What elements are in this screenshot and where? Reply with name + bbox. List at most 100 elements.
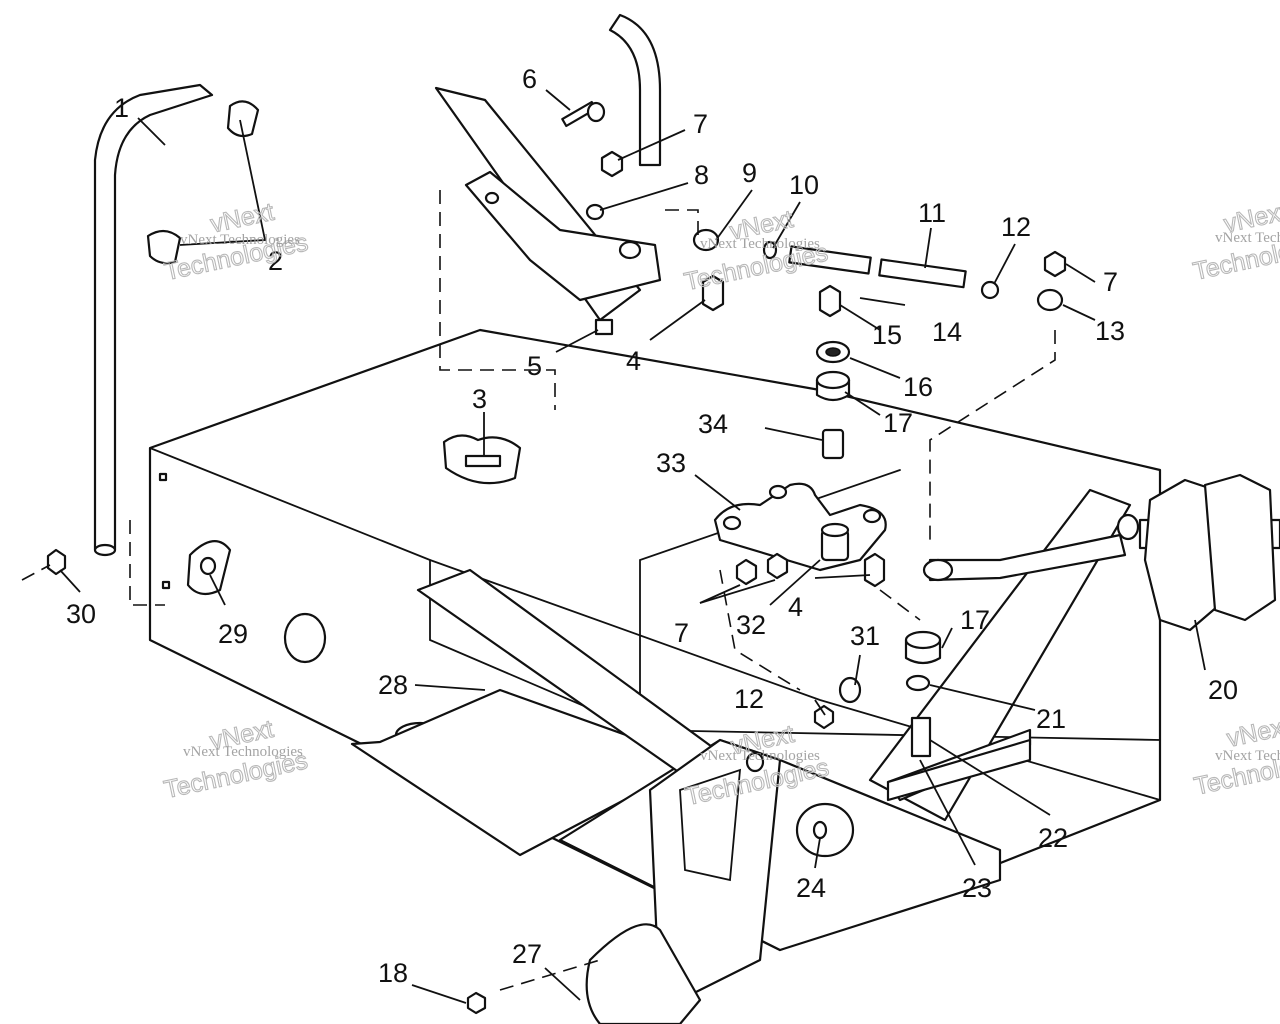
callout-31: 31	[850, 621, 880, 651]
bracket-hole	[618, 240, 642, 260]
nut-7-lower2	[766, 552, 789, 580]
stud-22	[910, 716, 932, 758]
rod-sleeve-right	[878, 258, 967, 289]
callout-27: 27	[512, 939, 542, 969]
callout-7-top: 7	[693, 109, 708, 139]
callout-7-lower: 7	[674, 618, 689, 648]
watermark-6-small: vNext Technologies	[1215, 748, 1280, 764]
drag-link-eye	[922, 558, 954, 582]
dash-tierod	[665, 209, 699, 240]
watermark-3-small: vNext Technologies	[1215, 230, 1280, 246]
arm-hole	[862, 508, 882, 524]
watermark-2-small: vNext Technologies	[700, 236, 820, 252]
washer-8	[585, 203, 605, 221]
callout-15: 15	[872, 320, 902, 350]
watermark-4-small: vNext Technologies	[183, 744, 303, 760]
callout-8: 8	[694, 160, 709, 190]
washer-16-hole	[825, 347, 841, 357]
callout-29: 29	[218, 619, 248, 649]
arm-boss-top	[820, 522, 850, 538]
callout-18: 18	[378, 958, 408, 988]
callout-23: 23	[962, 873, 992, 903]
callout-labels: 1 2 3 4 4 5 6 7 7 7 8 9 10 11 12 12 13 1…	[66, 64, 1238, 988]
nut-30	[46, 548, 67, 576]
tube-end	[93, 543, 117, 557]
callout-20: 20	[1208, 675, 1238, 705]
leader-lines	[59, 89, 1206, 1004]
tube-upper	[93, 83, 214, 552]
dash-lower	[719, 569, 801, 691]
clamp-3-bolt	[464, 454, 502, 468]
diagonal-tube	[868, 488, 1132, 822]
callout-17-upper: 17	[883, 408, 913, 438]
callout-12-lower: 12	[734, 684, 764, 714]
tie-rod-end-31	[838, 676, 862, 704]
tie-rod	[692, 228, 1127, 582]
upper-tube	[434, 13, 662, 322]
drag-link	[928, 533, 1127, 582]
dash-bracket	[439, 190, 556, 410]
tie-rod-end-13	[1036, 288, 1064, 312]
callout-7-right: 7	[1103, 267, 1118, 297]
pin-6-head	[586, 101, 606, 123]
bolt-4	[701, 274, 725, 312]
bolt-18	[466, 991, 487, 1015]
callout-24: 24	[796, 873, 826, 903]
callout-4-upper: 4	[626, 346, 641, 376]
steering-tube-1	[93, 83, 214, 557]
bushing-17-top	[815, 370, 851, 390]
frame-floor	[429, 559, 1161, 741]
dash-bolt-18	[499, 959, 601, 991]
callout-2: 2	[268, 246, 283, 276]
washer-21	[905, 674, 931, 692]
tie-rod-end-9	[692, 228, 720, 252]
bracket-window	[679, 768, 742, 882]
frame-hole	[283, 612, 327, 664]
nut-12	[980, 280, 1000, 300]
dash-drag	[929, 330, 1056, 540]
callout-12-upper: 12	[1001, 212, 1031, 242]
rod-sleeve-left	[788, 245, 872, 275]
callout-17-lower: 17	[960, 605, 990, 635]
nut-7	[600, 150, 624, 178]
callout-21: 21	[1036, 704, 1066, 734]
bolt-24	[812, 820, 828, 840]
nut-12-lower	[813, 704, 835, 730]
callout-16: 16	[903, 372, 933, 402]
arm-hole	[768, 484, 788, 500]
callout-30: 30	[66, 599, 96, 629]
tube-hole	[1116, 513, 1140, 541]
bolt-29	[199, 556, 217, 576]
callout-4-lower: 4	[788, 592, 803, 622]
callout-1: 1	[114, 93, 129, 123]
bracket-27	[585, 923, 702, 1024]
dash-bushing	[879, 589, 921, 621]
svg-text:vNext: vNext	[1224, 712, 1280, 753]
frame-hole	[158, 472, 168, 482]
steering-arm-plate-33	[713, 482, 887, 572]
callout-10: 10	[789, 170, 819, 200]
assembly-dash-lines	[21, 190, 1056, 991]
callout-6: 6	[522, 64, 537, 94]
right-tube-assembly	[868, 473, 1280, 822]
cap-2-upper	[226, 100, 260, 138]
flange-left	[1143, 478, 1227, 632]
frame-hole	[161, 580, 171, 590]
callout-9: 9	[742, 158, 757, 188]
dash-tube	[129, 520, 165, 606]
bolt-5	[594, 318, 614, 336]
callout-33: 33	[656, 448, 686, 478]
callout-5: 5	[527, 351, 542, 381]
footrest-pad	[886, 738, 1032, 802]
cap-2-lower	[146, 229, 182, 265]
watermark-5-small: vNext Technologies	[700, 748, 820, 764]
callout-3: 3	[472, 384, 487, 414]
spacer-34	[821, 428, 845, 460]
bracket-hole	[484, 191, 500, 205]
nut-10	[762, 240, 778, 260]
callout-13: 13	[1095, 316, 1125, 346]
flange-right	[1203, 473, 1277, 622]
callout-32: 32	[736, 610, 766, 640]
